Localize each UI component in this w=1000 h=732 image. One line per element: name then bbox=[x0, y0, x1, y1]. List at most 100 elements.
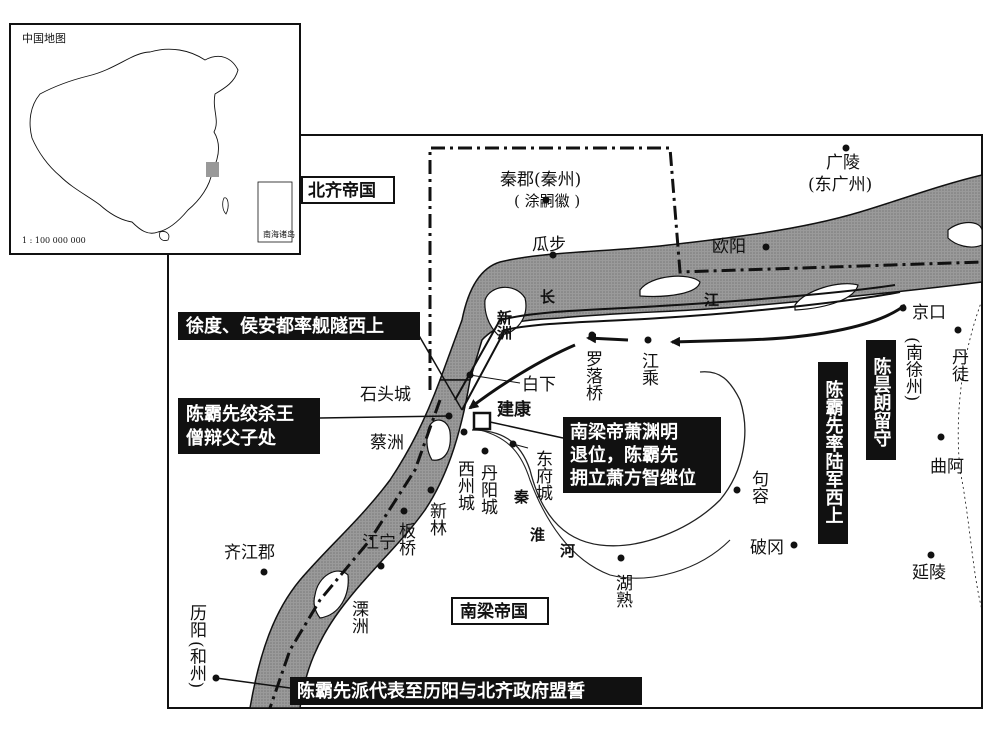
inset-frame bbox=[9, 23, 301, 255]
liang-emperor-text-1: 南梁帝萧渊明 bbox=[570, 421, 678, 443]
leader-envoy bbox=[215, 677, 291, 689]
south-sea-inset bbox=[257, 181, 293, 243]
dot-guabu bbox=[549, 251, 557, 259]
label-jingkou: 京口 bbox=[912, 303, 946, 323]
river-label-chang: 长 bbox=[540, 288, 556, 306]
label-ouyang: 欧阳 bbox=[712, 237, 746, 257]
island-lizhou bbox=[313, 570, 349, 619]
label-lizhou: 溧洲 bbox=[348, 600, 369, 634]
label-jiangning: 江宁 bbox=[362, 533, 396, 553]
inset-highlight bbox=[206, 162, 219, 177]
northern-qi-label: 北齐帝国 bbox=[308, 180, 376, 201]
yangtze-river-east bbox=[438, 174, 983, 381]
dot-xinlin bbox=[427, 486, 435, 494]
leader-chen-kill bbox=[319, 415, 451, 419]
label-xinzhou: 新洲 bbox=[495, 309, 513, 341]
label-liyang-alt: (和州) bbox=[186, 641, 207, 688]
label-guangling: 广陵 bbox=[826, 153, 860, 173]
northern-qi-boundary bbox=[428, 146, 983, 390]
dot-guangling bbox=[842, 144, 850, 152]
border-line-south bbox=[268, 399, 442, 709]
army-arrow-2 bbox=[586, 333, 629, 344]
chen-envoy-box bbox=[290, 677, 642, 705]
place-dots bbox=[212, 144, 962, 682]
south-sea-label: 南海诸岛 bbox=[263, 229, 295, 239]
xudu-text: 徐度、侯安都率舰隧西上 bbox=[185, 315, 384, 337]
yangtze-river-south bbox=[249, 379, 471, 709]
river-label-huai: 淮 bbox=[530, 526, 545, 544]
dot-yanling bbox=[927, 551, 935, 559]
label-banqiao: 板桥 bbox=[395, 522, 416, 556]
leader-liang bbox=[489, 421, 564, 439]
island-west bbox=[639, 275, 701, 298]
xudu-box bbox=[178, 312, 420, 340]
southern-liang-label: 南梁帝国 bbox=[460, 601, 528, 622]
inset-title: 中国地图 bbox=[22, 32, 66, 45]
dot-hushu bbox=[617, 554, 625, 562]
dot-qinjun bbox=[542, 196, 550, 204]
liang-emperor-text-2: 退位，陈霸先 bbox=[570, 444, 678, 466]
dot-jiangning bbox=[377, 562, 385, 570]
label-qinjun-note: ( 涂嗣徽 ) bbox=[514, 192, 580, 210]
route-line-1 bbox=[461, 291, 901, 411]
label-caizhou: 蔡洲 bbox=[370, 433, 404, 453]
hainan-island bbox=[159, 231, 170, 241]
dot-jiangcheng bbox=[644, 336, 652, 344]
dot-pogang bbox=[790, 541, 798, 549]
label-guangling-alt: (东广州) bbox=[808, 175, 872, 195]
island-far-east bbox=[947, 221, 983, 248]
label-qinjun: 秦郡(秦州) bbox=[500, 170, 581, 190]
label-jiankang: 建康 bbox=[497, 399, 532, 420]
label-qua: 曲阿 bbox=[930, 457, 964, 477]
dot-banqiao bbox=[400, 507, 408, 515]
label-yanling: 延陵 bbox=[912, 563, 946, 583]
label-liyang: 历阳 bbox=[186, 604, 207, 638]
label-baixia: 白下 bbox=[522, 375, 556, 395]
dot-gourong bbox=[733, 486, 741, 494]
label-jingkou-alt: (南徐州) bbox=[902, 337, 923, 401]
leader-baixia bbox=[469, 374, 521, 384]
china-outline bbox=[29, 48, 239, 234]
chen-envoy-text: 陈霸先派代表至历阳与北齐政府盟誓 bbox=[297, 680, 585, 702]
northern-qi-box bbox=[301, 176, 395, 204]
label-danyangcheng: 丹阳城 bbox=[477, 464, 498, 515]
coast-line bbox=[957, 299, 983, 611]
chen-lead-text: 陈霸先率陆军西上 bbox=[823, 379, 844, 524]
dot-ouyang bbox=[762, 243, 770, 251]
liang-emperor-text-3: 拥立萧方智继位 bbox=[570, 467, 696, 489]
label-xizhoucheng: 西州城 bbox=[454, 460, 475, 511]
label-dantu: 丹徒 bbox=[948, 348, 969, 382]
inset-scale: 1 : 100 000 000 bbox=[22, 236, 86, 245]
island-xinzhou bbox=[484, 286, 527, 336]
jiankang-city-marker bbox=[472, 411, 492, 431]
label-qijiangjun: 齐江郡 bbox=[224, 543, 275, 563]
chen-lead-box bbox=[818, 362, 848, 544]
island-caizhou bbox=[426, 419, 451, 461]
dot-jingkou bbox=[899, 304, 907, 312]
dot-xizhoucheng bbox=[460, 428, 468, 436]
chen-kill-text-2: 僧辩父子处 bbox=[186, 427, 277, 449]
dot-danyangcheng bbox=[481, 447, 489, 455]
dot-qua bbox=[937, 433, 945, 441]
label-gourong: 句容 bbox=[748, 470, 769, 504]
chen-kill-box bbox=[178, 398, 320, 454]
dot-qijiangjun bbox=[260, 568, 268, 576]
label-jiangcheng: 江乘 bbox=[638, 352, 659, 386]
label-guabu: 瓜步 bbox=[532, 235, 566, 255]
label-pogang: 破冈 bbox=[750, 538, 784, 558]
liang-emperor-box bbox=[563, 417, 721, 493]
army-arrow bbox=[670, 303, 906, 347]
river-label-he: 河 bbox=[560, 542, 575, 560]
label-hushu: 湖熟 bbox=[612, 574, 633, 608]
taiwan-island bbox=[222, 197, 229, 215]
dot-luoluoqiao bbox=[588, 331, 596, 339]
dot-dantu bbox=[954, 326, 962, 334]
chen-yu-box bbox=[866, 340, 896, 460]
river-label-qin: 秦 bbox=[513, 488, 530, 506]
river-label-jiang: 江 bbox=[704, 291, 719, 309]
qinhuai-river bbox=[471, 371, 746, 547]
route-line-2 bbox=[454, 284, 896, 401]
label-shitoucheng: 石头城 bbox=[360, 385, 411, 405]
southern-liang-box bbox=[451, 597, 549, 625]
